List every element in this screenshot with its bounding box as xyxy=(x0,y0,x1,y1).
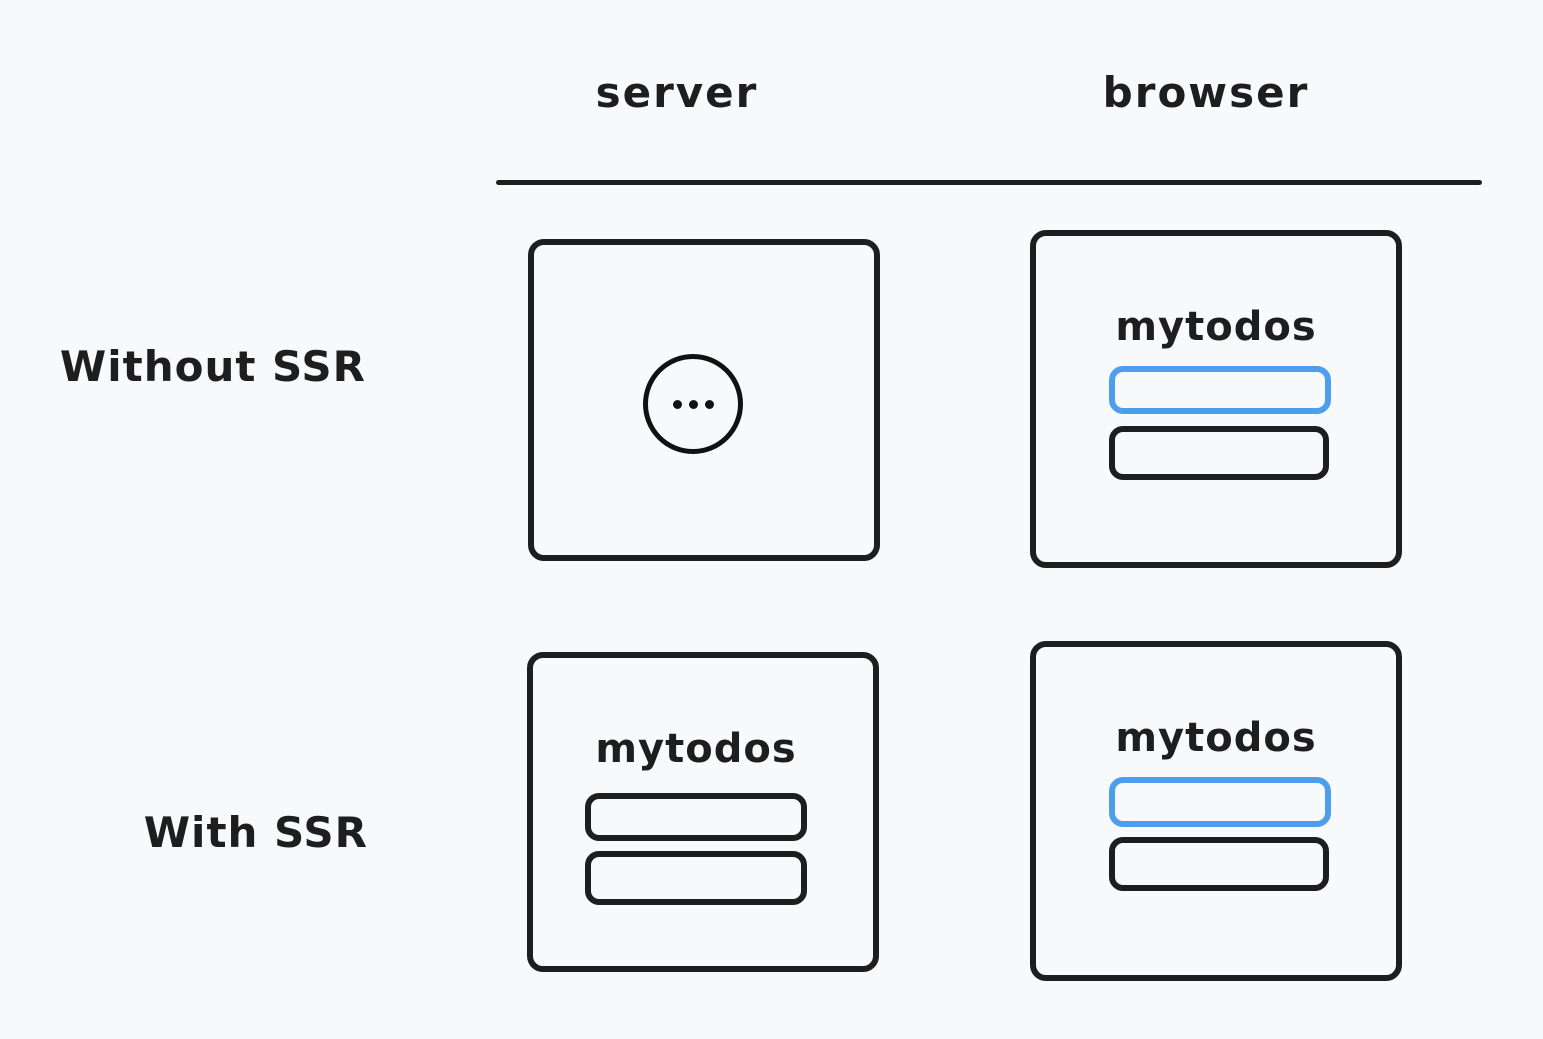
browser-frame-without-ssr: mytodos xyxy=(1030,230,1402,568)
server-frame-with-ssr: mytodos xyxy=(527,652,879,972)
todo-input-placeholder xyxy=(585,793,807,841)
loading-dot xyxy=(672,399,682,409)
loading-dot xyxy=(704,399,714,409)
column-header-browser: browser xyxy=(1102,68,1310,117)
todo-input-field[interactable] xyxy=(1109,777,1331,827)
server-frame-without-ssr xyxy=(528,239,880,561)
todo-list-item xyxy=(585,851,807,905)
column-header-server: server xyxy=(595,68,759,117)
todo-list-item xyxy=(1109,837,1329,891)
loading-dot xyxy=(688,399,698,409)
app-title: mytodos xyxy=(595,726,797,772)
todo-input-field[interactable] xyxy=(1109,366,1331,414)
todo-list-item xyxy=(1109,426,1329,480)
row-header-without-ssr: Without SSR xyxy=(59,342,366,391)
app-title: mytodos xyxy=(1115,304,1317,350)
row-header-with-ssr: With SSR xyxy=(143,808,368,857)
header-divider xyxy=(496,180,1482,185)
browser-frame-with-ssr: mytodos xyxy=(1030,641,1402,981)
ellipsis-loading-icon xyxy=(643,354,743,454)
app-title: mytodos xyxy=(1115,715,1317,761)
